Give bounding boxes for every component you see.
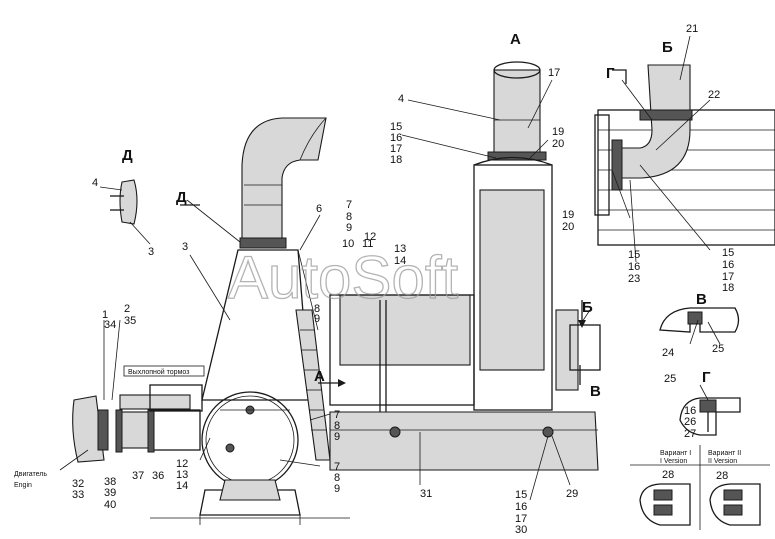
part-label: 24	[662, 347, 674, 359]
view-titles: А Б Г Д Д А Б В В Г	[122, 31, 711, 400]
part-numbers: 21 17 4 15 16 17 18 19 20 22 19 20 15 16…	[72, 23, 734, 536]
watermark: AutoSoft	[228, 244, 458, 311]
part-label: 15	[628, 249, 640, 261]
part-label: 28	[716, 470, 728, 482]
part-label: 27	[684, 428, 696, 440]
part-label: 2	[124, 303, 130, 315]
part-label: 16	[684, 405, 696, 417]
part-label: 16	[628, 261, 640, 273]
part-label: 21	[686, 23, 698, 35]
part-label: 40	[104, 499, 116, 511]
part-label: 9	[346, 222, 352, 234]
exhaust-brake-label: Выхлопной тормоз	[128, 368, 189, 376]
part-label: 8	[334, 420, 340, 432]
view-label-b: Б	[662, 39, 673, 56]
part-label: 7	[346, 199, 352, 211]
view-label-a: А	[510, 31, 521, 48]
variant-details	[630, 445, 770, 530]
view-label-g-arrow: Г	[606, 65, 615, 82]
part-label: 17	[390, 143, 402, 155]
part-label: 25	[712, 343, 724, 355]
part-label: 9	[314, 313, 320, 325]
part-label: 16	[722, 259, 734, 271]
view-label-v: В	[696, 291, 707, 308]
part-label: 9	[334, 431, 340, 443]
part-label: 22	[708, 89, 720, 101]
part-label: 4	[398, 93, 404, 105]
variant-2-label-ru: Вариант II	[708, 450, 741, 457]
part-label: 16	[515, 501, 527, 513]
part-label: 19	[552, 126, 564, 138]
part-label: 13	[176, 469, 188, 481]
part-label: 30	[515, 524, 527, 536]
view-label-d-arrow: Д	[176, 189, 187, 206]
part-label: 17	[515, 513, 527, 525]
part-label: 20	[562, 221, 574, 233]
part-label: 3	[148, 246, 154, 258]
part-label: 15	[390, 121, 402, 133]
part-label: 15	[515, 489, 527, 501]
view-label-d: Д	[122, 147, 133, 164]
variant-1-label-ru: Вариант I	[660, 450, 691, 457]
exhaust-pipe-assembly	[72, 117, 350, 525]
view-label-b-arrow: Б	[582, 299, 593, 316]
part-label: 37	[132, 470, 144, 482]
view-label-v-arrow: В	[590, 383, 601, 400]
part-label: 12	[176, 458, 188, 470]
part-label: 8	[334, 472, 340, 484]
part-label: 31	[420, 488, 432, 500]
part-label: 35	[124, 315, 136, 327]
engine-label-en: Engin	[14, 482, 32, 489]
part-label: 17	[722, 271, 734, 283]
part-label: 26	[684, 416, 696, 428]
part-label: 7	[334, 461, 340, 473]
variant-2-label-en: II Version	[708, 458, 737, 465]
part-label: 16	[390, 132, 402, 144]
part-label: 39	[104, 487, 116, 499]
part-label: 3	[182, 241, 188, 253]
part-label: 8	[314, 303, 320, 315]
part-label: 32	[72, 478, 84, 490]
view-arrows	[180, 69, 627, 387]
part-label: 36	[152, 470, 164, 482]
part-label: 8	[346, 211, 352, 223]
part-label: 20	[552, 138, 564, 150]
part-label: 4	[92, 177, 98, 189]
part-label: 28	[662, 469, 674, 481]
view-label-a-arrow: А	[314, 368, 325, 385]
part-label: 13	[394, 243, 406, 255]
part-label: 33	[72, 489, 84, 501]
muffler-box-view	[329, 61, 601, 471]
part-label: 14	[394, 255, 406, 267]
view-label-g: Г	[702, 369, 711, 386]
part-label: 25	[664, 373, 676, 385]
part-label: 15	[722, 247, 734, 259]
part-label: 7	[334, 409, 340, 421]
captions: Выхлопной тормоз Двигатель Engin Вариант…	[14, 365, 741, 489]
part-label: 14	[176, 480, 188, 492]
view-b-detail	[594, 64, 775, 246]
part-label: 29	[566, 488, 578, 500]
part-label: 38	[104, 476, 116, 488]
part-label: 34	[104, 319, 116, 331]
view-v-detail	[659, 307, 740, 333]
part-label: 12	[364, 231, 376, 243]
variant-1-label-en: I Version	[660, 458, 687, 465]
part-label: 17	[548, 67, 560, 79]
part-label: 9	[334, 483, 340, 495]
part-label: 18	[722, 282, 734, 294]
part-label: 11	[362, 238, 373, 250]
part-label: 10	[342, 238, 354, 250]
part-label: 19	[562, 209, 574, 221]
engine-label-ru: Двигатель	[14, 471, 47, 478]
part-label: 18	[390, 154, 402, 166]
view-d-detail	[110, 179, 138, 225]
leader-lines	[59, 35, 721, 501]
part-label: 1	[102, 309, 108, 321]
part-label: 6	[316, 203, 322, 215]
part-label: 23	[628, 273, 640, 285]
